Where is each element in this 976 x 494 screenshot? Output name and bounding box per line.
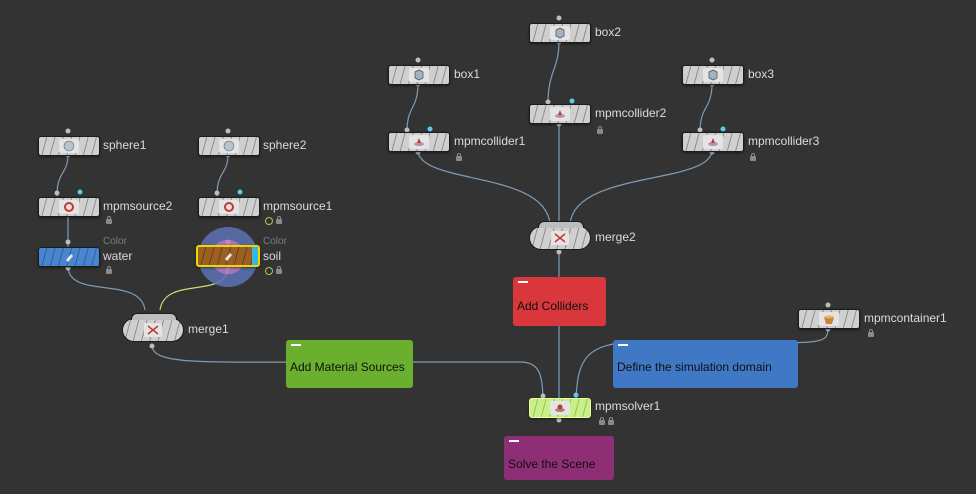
- merge-icon: [144, 323, 162, 337]
- source-icon: [219, 200, 239, 214]
- sticky-add-colliders[interactable]: Add Colliders: [513, 277, 606, 326]
- node-type-label: Color: [263, 236, 287, 247]
- node-label: mpmcollider1: [454, 134, 526, 148]
- solver-icon: [550, 401, 570, 415]
- box-icon: [550, 26, 570, 40]
- node-mpmsolver1[interactable]: [529, 398, 591, 418]
- node-label: mpmsource1: [263, 199, 333, 213]
- sticky-text: Solve the Scene: [508, 457, 596, 471]
- wire-box2-mpmcollider2: [547, 40, 560, 105]
- wire-merge1-solver: [151, 344, 544, 399]
- flag-icons: [456, 152, 462, 162]
- lock-icon: [868, 329, 874, 338]
- node-mpmsource2[interactable]: [38, 197, 100, 217]
- wire-mpmcollider1-merge2: [417, 149, 551, 225]
- container-icon: [819, 312, 839, 326]
- color-icon: [59, 250, 79, 264]
- box-icon: [409, 68, 429, 82]
- node-label: mpmsource2: [103, 199, 173, 213]
- node-mpmcollider2[interactable]: [529, 104, 591, 124]
- node-mpmcollider1[interactable]: [388, 132, 450, 152]
- node-label: mpmcollider3: [748, 134, 820, 148]
- sticky-text: Define the simulation domain: [617, 360, 772, 374]
- color-icon: [218, 249, 238, 263]
- node-mpmsource1[interactable]: [198, 197, 260, 217]
- node-type-label: Color: [103, 236, 127, 247]
- node-sphere1[interactable]: [38, 136, 100, 156]
- collider-icon: [550, 107, 570, 121]
- node-merge2[interactable]: [529, 221, 591, 250]
- lock-icon: [607, 417, 614, 426]
- node-box1[interactable]: [388, 65, 450, 85]
- node-mpmcontainer1[interactable]: [798, 309, 860, 329]
- lock-icon: [456, 153, 462, 162]
- source-icon: [59, 200, 79, 214]
- sticky-add-material-sources[interactable]: Add Material Sources: [286, 340, 413, 388]
- node-label: merge1: [188, 322, 229, 336]
- wire-water-merge1: [67, 265, 146, 311]
- node-box3[interactable]: [682, 65, 744, 85]
- display-flag-icon: [265, 266, 273, 275]
- lock-icon: [276, 216, 282, 225]
- merge-icon: [551, 231, 569, 245]
- sticky-text: Add Material Sources: [290, 360, 405, 374]
- wire-mpmcollider3-merge2: [569, 149, 713, 225]
- box-icon: [703, 68, 723, 82]
- node-label: sphere2: [263, 138, 307, 152]
- node-label: soil: [263, 249, 282, 263]
- node-label: water: [103, 249, 133, 263]
- node-label: sphere1: [103, 138, 147, 152]
- lock-icon: [599, 417, 605, 426]
- flag-icons: [106, 265, 112, 275]
- display-flag-icon: [265, 216, 273, 225]
- lock-icon: [750, 153, 756, 162]
- lock-icon: [276, 266, 282, 275]
- node-label: box3: [748, 67, 775, 81]
- sticky-text: Add Colliders: [517, 299, 589, 313]
- node-sphere2[interactable]: [198, 136, 260, 156]
- flag-icons: [106, 215, 112, 225]
- wire-box1-mpmcollider1: [406, 82, 419, 133]
- wire-box3-mpmcollider3: [699, 82, 713, 133]
- node-label: mpmcontainer1: [864, 311, 947, 325]
- lock-icon: [597, 126, 603, 135]
- node-merge1[interactable]: [122, 313, 184, 342]
- flag-icons: [265, 215, 282, 225]
- flag-icons: [265, 265, 282, 275]
- flag-icons: [597, 125, 603, 135]
- sticky-define-domain[interactable]: Define the simulation domain: [613, 340, 798, 388]
- node-label: mpmsolver1: [595, 399, 661, 413]
- lock-icon: [106, 216, 112, 225]
- port: [556, 15, 562, 21]
- sphere-icon: [59, 139, 79, 153]
- wire-sphere1-source2: [56, 153, 69, 197]
- lock-icon: [106, 266, 112, 275]
- collider-icon: [703, 135, 723, 149]
- node-label: box1: [454, 67, 481, 81]
- node-water[interactable]: [38, 247, 100, 267]
- node-soil[interactable]: [196, 245, 260, 267]
- sphere-icon: [219, 139, 239, 153]
- node-label: merge2: [595, 230, 636, 244]
- sticky-solve-scene[interactable]: Solve the Scene: [504, 436, 614, 480]
- node-box2[interactable]: [529, 23, 591, 43]
- wire-sphere2-source1: [216, 153, 229, 197]
- flag-icons: [599, 416, 614, 426]
- flag-icons: [750, 152, 756, 162]
- node-mpmcollider3[interactable]: [682, 132, 744, 152]
- node-label: mpmcollider2: [595, 106, 667, 120]
- node-label: box2: [595, 25, 622, 39]
- collider-icon: [409, 135, 429, 149]
- flag-icons: [868, 328, 874, 338]
